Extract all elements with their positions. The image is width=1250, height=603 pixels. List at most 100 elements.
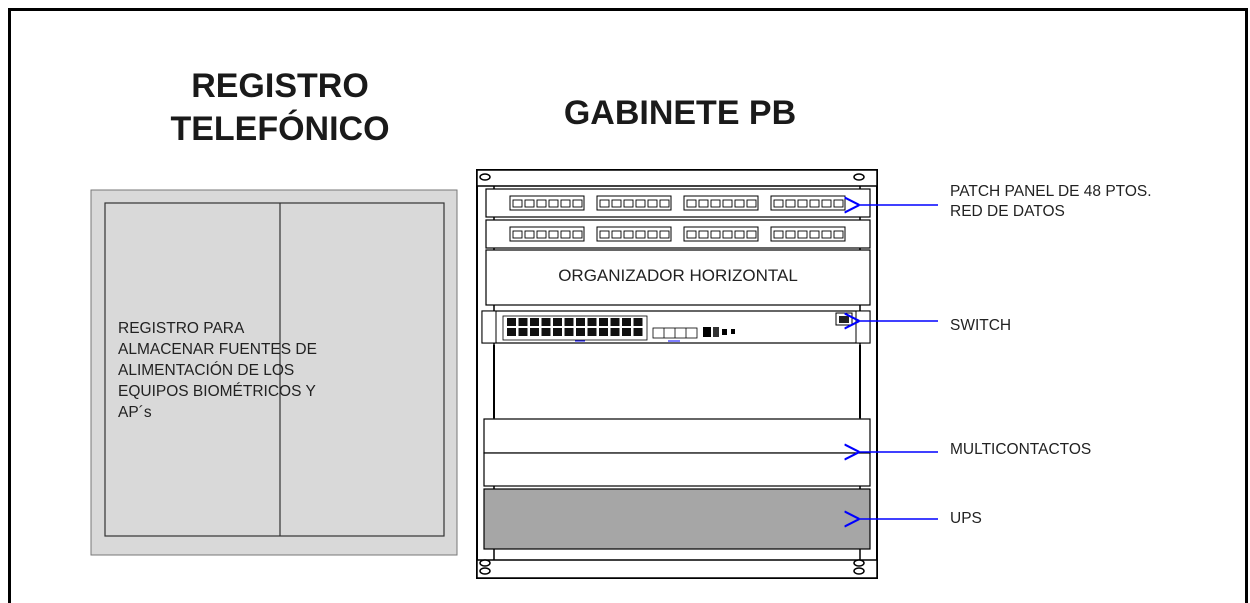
patch-panel-label-line2: RED DE DATOS [950, 203, 1065, 220]
switch-port [530, 328, 539, 336]
patch-port [512, 230, 523, 239]
patch-port [809, 230, 820, 239]
patch-port [572, 230, 583, 239]
switch-port [518, 318, 528, 326]
patch-port [536, 230, 547, 239]
gabinete-title: GABINETE PB [563, 94, 797, 132]
switch-ports [507, 318, 643, 336]
switch-port [553, 318, 562, 326]
registro-title-line2: TELEFÓNICO [170, 110, 390, 148]
multicontactos-unit [483, 418, 871, 487]
switch-port [610, 328, 620, 336]
switch-port [599, 318, 608, 326]
patch-port [785, 230, 796, 239]
patch-port [623, 230, 634, 239]
switch-port [633, 318, 643, 326]
switch-port [553, 328, 562, 336]
patch-port [710, 230, 721, 239]
patch-panel-ports [509, 195, 846, 242]
patch-port [548, 199, 559, 208]
patch-port [599, 230, 610, 239]
patch-port [548, 230, 559, 239]
patch-port [797, 230, 808, 239]
switch-port [507, 318, 516, 326]
patch-port [821, 230, 832, 239]
registro-title: REGISTRO TELEFÓNICO [130, 65, 430, 151]
patch-panel-label: PATCH PANEL DE 48 PTOS. RED DE DATOS [950, 182, 1152, 222]
patch-port [833, 230, 844, 239]
switch-label: SWITCH [950, 317, 1012, 334]
patch-port [686, 230, 697, 239]
patch-port [698, 230, 709, 239]
patch-port [722, 199, 733, 208]
patch-port [659, 230, 670, 239]
switch-port [633, 328, 643, 336]
callout-arrows [858, 205, 938, 519]
patch-port [821, 199, 832, 208]
rack-bolts [479, 173, 865, 575]
patch-port [773, 230, 784, 239]
patch-port [773, 199, 784, 208]
switch-port [622, 318, 631, 326]
patch-port [785, 199, 796, 208]
patch-port [512, 199, 523, 208]
registro-desc-line: ALIMENTACIÓN DE LOS [118, 362, 295, 379]
patch-panel-label-line1: PATCH PANEL DE 48 PTOS. [950, 183, 1152, 200]
registro-title-line1: REGISTRO [191, 67, 369, 105]
patch-port [809, 199, 820, 208]
switch-port [518, 328, 528, 336]
patch-port [797, 199, 808, 208]
diagram-frame [8, 8, 1248, 603]
organizer-label: ORGANIZADOR HORIZONTAL [558, 266, 798, 285]
switch-port [576, 328, 585, 336]
switch-port [587, 328, 597, 336]
patch-panel [485, 188, 871, 249]
registro-cabinet [90, 189, 458, 556]
patch-port [686, 199, 697, 208]
patch-port [536, 199, 547, 208]
switch-unit [481, 310, 871, 344]
organizer-panel [485, 249, 871, 306]
patch-port [746, 230, 757, 239]
patch-port [698, 199, 709, 208]
switch-port [576, 318, 585, 326]
patch-port [710, 199, 721, 208]
patch-port [647, 199, 658, 208]
patch-port [599, 199, 610, 208]
registro-description: REGISTRO PARA ALMACENAR FUENTES DE ALIME… [118, 318, 317, 423]
patch-port [734, 199, 745, 208]
registro-desc-line: REGISTRO PARA [118, 320, 245, 337]
patch-port [722, 230, 733, 239]
patch-port [623, 199, 634, 208]
patch-port [635, 199, 646, 208]
switch-port [541, 318, 551, 326]
switch-port [507, 328, 516, 336]
patch-port [572, 199, 583, 208]
patch-port [560, 199, 571, 208]
ups-label: UPS [950, 510, 982, 527]
switch-port [610, 318, 620, 326]
patch-port [659, 199, 670, 208]
registro-desc-line: AP´s [118, 404, 152, 421]
switch-port [622, 328, 631, 336]
switch-port [599, 328, 608, 336]
registro-desc-line: EQUIPOS BIOMÉTRICOS Y [118, 383, 316, 400]
switch-port [564, 328, 574, 336]
ups-unit [483, 488, 871, 550]
patch-port [635, 230, 646, 239]
patch-port [647, 230, 658, 239]
patch-port [524, 199, 535, 208]
multicontactos-label: MULTICONTACTOS [950, 441, 1092, 458]
switch-port [541, 328, 551, 336]
patch-port [611, 230, 622, 239]
switch-port [564, 318, 574, 326]
patch-port [611, 199, 622, 208]
registro-desc-line: ALMACENAR FUENTES DE [118, 341, 317, 358]
switch-port [587, 318, 597, 326]
patch-port [746, 199, 757, 208]
patch-port [833, 199, 844, 208]
patch-port [734, 230, 745, 239]
patch-port [524, 230, 535, 239]
patch-port [560, 230, 571, 239]
